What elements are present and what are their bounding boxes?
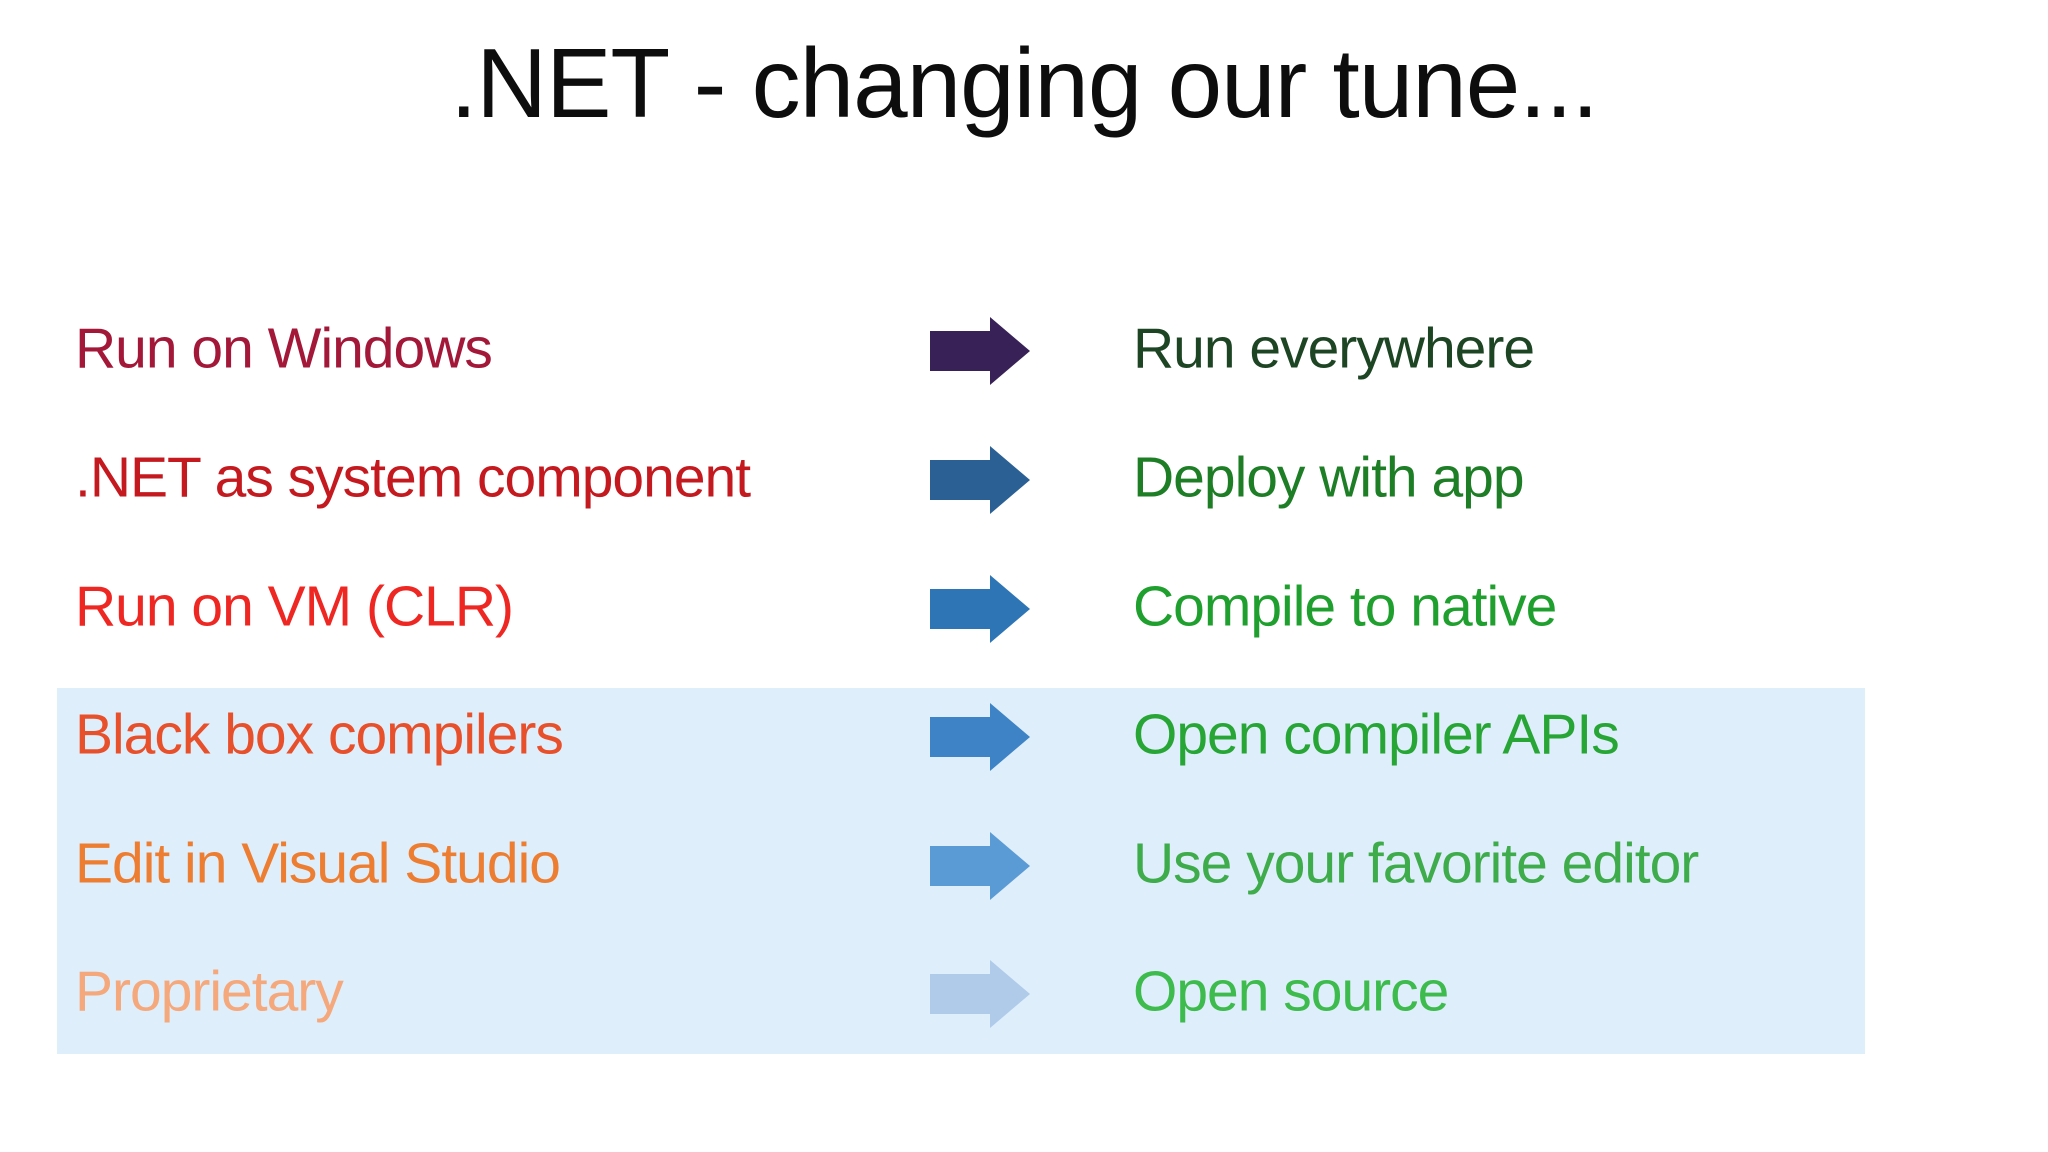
old-practice-label: Edit in Visual Studio [75,831,561,896]
arrow-right-shape [930,832,1030,900]
old-practice-label: .NET as system component [75,445,751,510]
new-practice-label: Open compiler APIs [1133,702,1620,767]
comparison-row: Proprietary Open source [0,930,2048,1058]
arrow-right-shape [930,960,1030,1028]
arrow-right-shape [930,317,1030,385]
arrow-right-shape [930,446,1030,514]
arrow-right-icon [930,960,1030,1028]
comparison-row: Edit in Visual Studio Use your favorite … [0,802,2048,930]
new-practice-label: Open source [1133,959,1449,1024]
slide-title: .NET - changing our tune... [450,28,1599,138]
comparison-row: Black box compilers Open compiler APIs [0,673,2048,801]
comparison-row: .NET as system component Deploy with app [0,416,2048,544]
new-practice-label: Compile to native [1133,574,1557,639]
arrow-right-icon [930,575,1030,643]
old-practice-label: Proprietary [75,959,344,1024]
arrow-right-shape [930,703,1030,771]
comparison-row: Run on Windows Run everywhere [0,287,2048,415]
new-practice-label: Deploy with app [1133,445,1525,510]
comparison-row: Run on VM (CLR) Compile to native [0,545,2048,673]
arrow-right-icon [930,703,1030,771]
new-practice-label: Run everywhere [1133,316,1535,381]
old-practice-label: Run on Windows [75,316,493,381]
arrow-right-icon [930,446,1030,514]
arrow-right-shape [930,575,1030,643]
new-practice-label: Use your favorite editor [1133,831,1699,896]
arrow-right-icon [930,832,1030,900]
old-practice-label: Run on VM (CLR) [75,574,514,639]
old-practice-label: Black box compilers [75,702,564,767]
arrow-right-icon [930,317,1030,385]
